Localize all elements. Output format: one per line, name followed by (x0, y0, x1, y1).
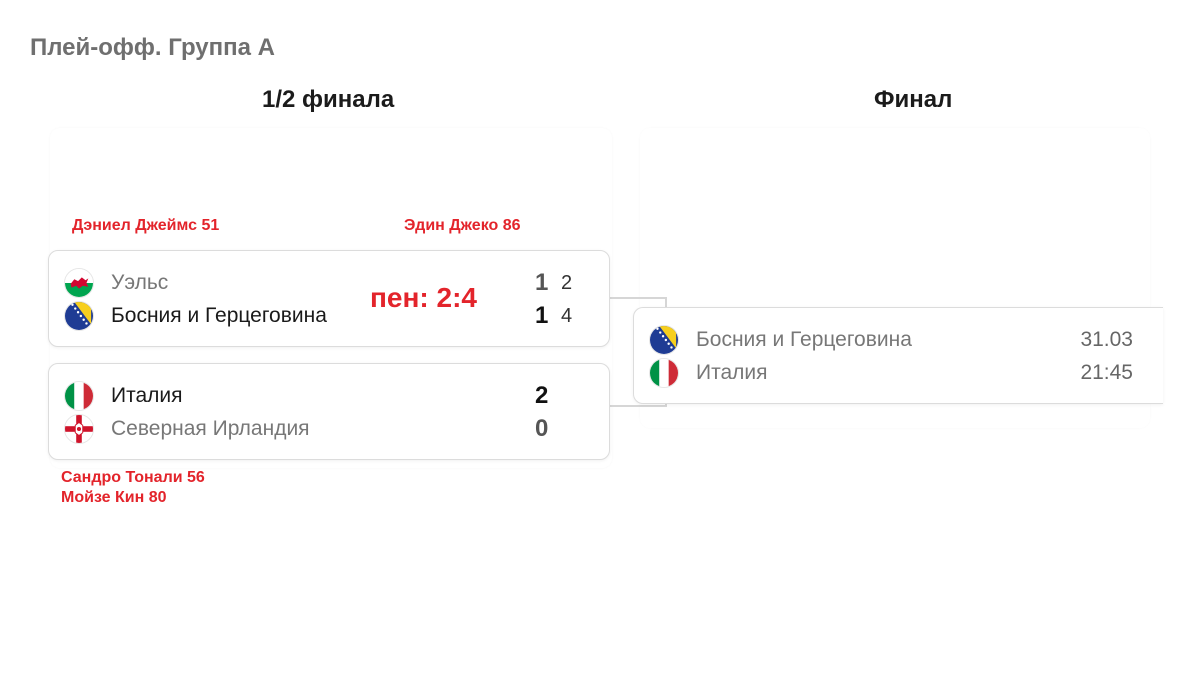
italy-flag-icon (64, 381, 94, 411)
northern-ireland-flag-icon (64, 414, 94, 444)
team-name: Уэльс (111, 271, 169, 294)
match-card-wales-bosnia[interactable]: Уэльс 1 2 Босния и Герцеговина 1 4 (48, 250, 610, 347)
page-title: Плей-офф. Группа А (30, 34, 275, 61)
team-row: Уэльс 1 2 (49, 266, 609, 300)
penalty-score: 4 (561, 305, 573, 327)
round-title-final: Финал (874, 86, 953, 113)
team-name: Босния и Герцеговина (696, 328, 912, 351)
goal-scorer-away: Эдин Джеко 86 (404, 217, 521, 234)
wales-flag-icon (64, 268, 94, 298)
penalty-result: пен: 2:4 (370, 282, 477, 313)
team-row: Италия 2 (49, 379, 609, 413)
team-name: Италия (111, 384, 183, 407)
bosnia-flag-icon (64, 301, 94, 331)
team-score: 1 (535, 269, 549, 296)
team-row: Италия 21:45 (634, 356, 1163, 390)
italy-flag-icon (649, 358, 679, 388)
team-row: Северная Ирландия 0 (49, 412, 609, 446)
team-score: 1 (535, 302, 549, 329)
goal-scorer: Мойзе Кин 80 (61, 489, 167, 506)
goal-scorer-home: Дэниел Джеймс 51 (72, 217, 220, 234)
team-row: Босния и Герцеговина 1 4 (49, 299, 609, 333)
team-score: 0 (535, 415, 549, 442)
goal-scorer: Сандро Тонали 56 (61, 469, 205, 486)
penalty-score: 2 (561, 272, 573, 294)
round-title-semifinal: 1/2 финала (262, 86, 395, 113)
bosnia-flag-icon (649, 325, 679, 355)
team-name: Северная Ирландия (111, 417, 310, 440)
team-row: Босния и Герцеговина 31.03 (634, 323, 1163, 357)
team-score: 2 (535, 382, 549, 409)
match-date: 31.03 (1080, 328, 1133, 351)
match-time: 21:45 (1080, 361, 1133, 384)
team-name: Босния и Герцеговина (111, 304, 327, 327)
team-name: Италия (696, 361, 768, 384)
match-card-final[interactable]: Босния и Герцеговина 31.03 Италия 21:45 (633, 307, 1163, 404)
match-card-italy-northern-ireland[interactable]: Италия 2 Северная Ирландия 0 (48, 363, 610, 460)
